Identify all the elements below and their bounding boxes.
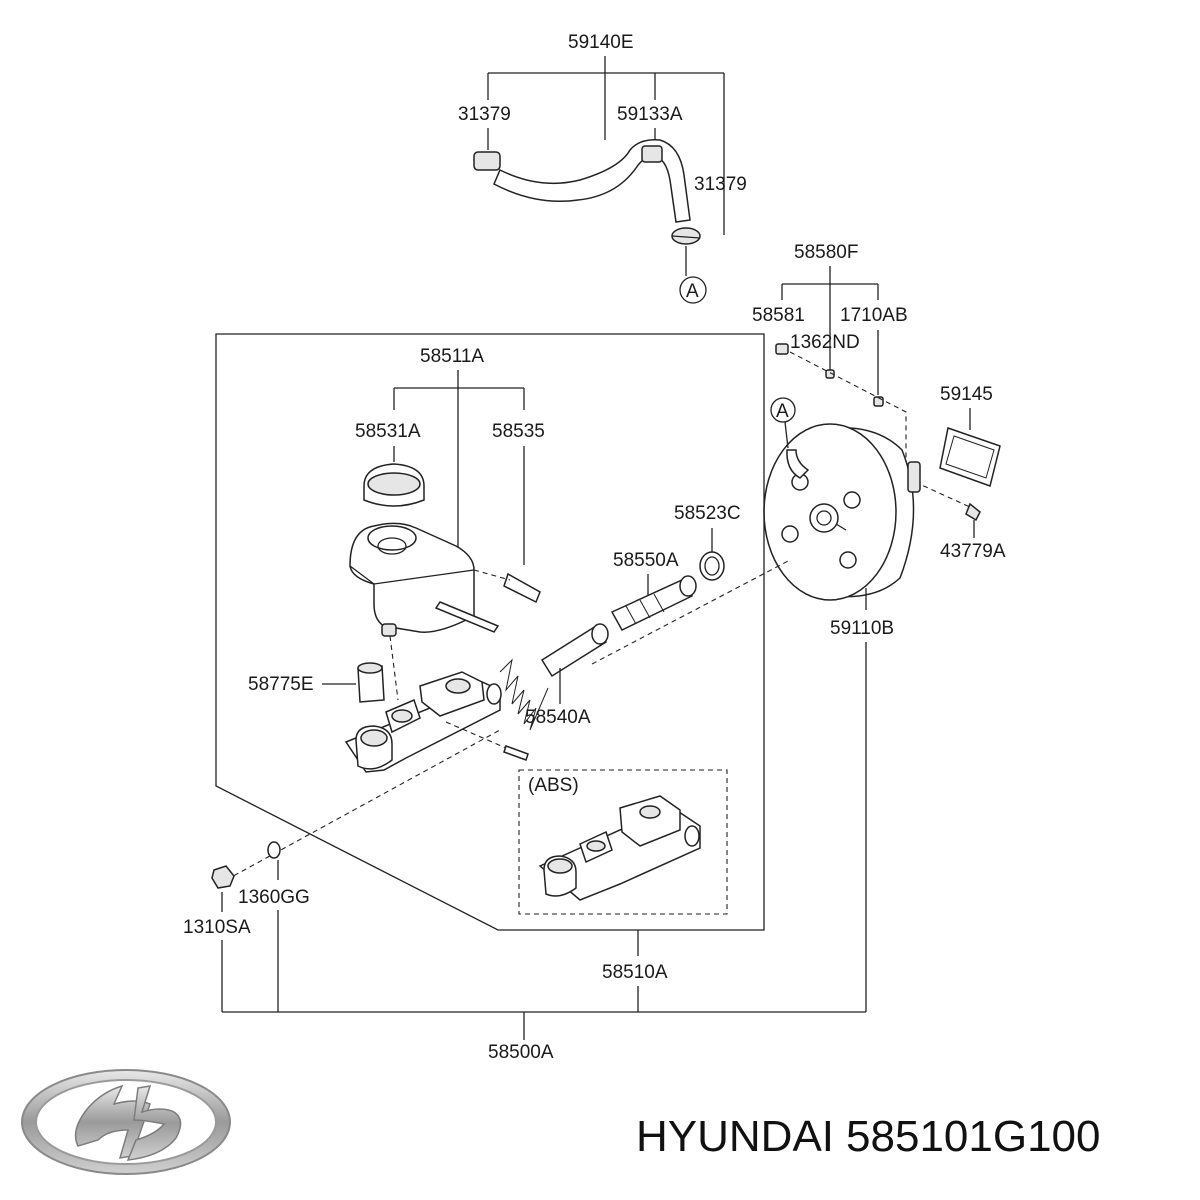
connector-ref-a-top: A <box>686 281 699 302</box>
label-1362ND: 1362ND <box>790 332 860 353</box>
label-1710AB: 1710AB <box>840 305 908 326</box>
connector-ref-a-booster: A <box>776 401 789 422</box>
label-58500A: 58500A <box>488 1042 554 1063</box>
abs-variant: (ABS) <box>518 769 728 915</box>
fastener-group: 1360GG 1310SA <box>183 729 501 1012</box>
assembly-outline <box>215 333 765 931</box>
label-abs: (ABS) <box>528 775 579 796</box>
label-43779A: 43779A <box>940 541 1006 562</box>
brake-booster: A 59110B <box>763 397 921 1012</box>
label-58535: 58535 <box>492 421 545 442</box>
check-valve-group: 58580F 58581 1710AB 1362ND <box>752 242 908 472</box>
label-31379-left: 31379 <box>458 104 511 125</box>
master-cylinder <box>344 671 529 773</box>
label-1310SA: 1310SA <box>183 917 251 938</box>
fitting-group: 58775E <box>248 662 385 703</box>
label-58580F: 58580F <box>794 242 858 263</box>
label-58511A: 58511A <box>420 346 484 367</box>
piston-group: 58523C 58550A 58540A <box>499 503 791 731</box>
label-58531A: 58531A <box>355 421 421 442</box>
label-31379-right: 31379 <box>694 174 747 195</box>
label-59145: 59145 <box>940 384 993 405</box>
part-number: 585101G100 <box>846 1112 1101 1161</box>
label-58540A: 58540A <box>525 707 591 728</box>
label-59110B: 59110B <box>830 618 894 639</box>
vacuum-hose-assembly: 59140E 31379 59133A 31379 A <box>458 32 747 304</box>
gasket-group: 59145 43779A <box>914 384 1006 562</box>
brand-name: HYUNDAI <box>636 1112 835 1161</box>
assembly-bracket: 58510A 58500A <box>222 930 866 1063</box>
reservoir-group: 58511A 58531A 58535 <box>349 346 545 701</box>
label-59133A: 59133A <box>617 104 683 125</box>
label-58510A: 58510A <box>602 962 668 983</box>
label-58550A: 58550A <box>613 550 679 571</box>
label-58581: 58581 <box>752 305 805 326</box>
label-1360GG: 1360GG <box>238 887 310 908</box>
hyundai-logo <box>21 1069 231 1175</box>
label-58523C: 58523C <box>674 503 741 524</box>
label-59140E: 59140E <box>568 32 634 53</box>
label-58775E: 58775E <box>248 674 314 695</box>
